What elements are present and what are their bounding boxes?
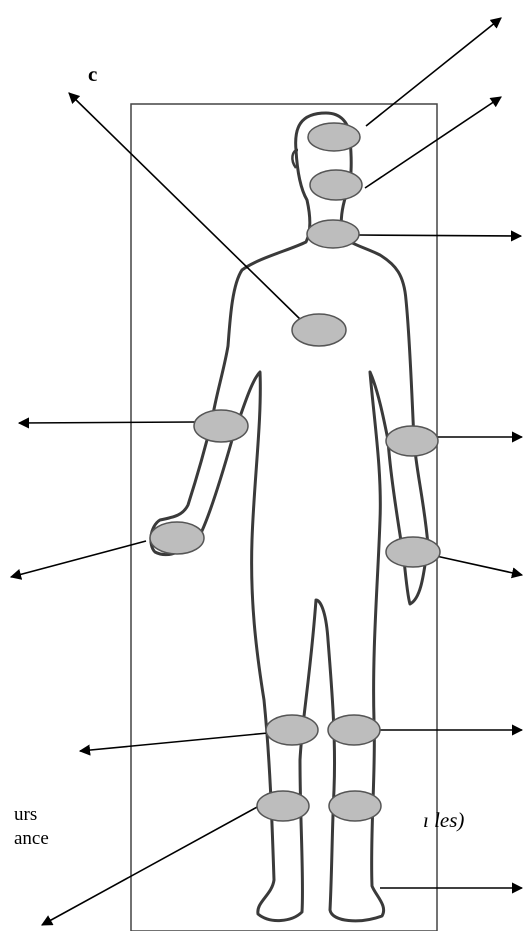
neck-marker xyxy=(307,220,359,248)
head-top-marker xyxy=(308,123,360,151)
right-foot-marker xyxy=(329,791,381,821)
chest-marker xyxy=(292,314,346,346)
right-wrist-marker xyxy=(386,537,440,567)
left-knee-marker xyxy=(266,715,318,745)
fragment-left-line1: urs xyxy=(14,804,37,826)
arrow-left-foot xyxy=(42,806,259,925)
right-elbow-marker xyxy=(386,426,438,456)
arrow-left-elbow xyxy=(19,422,195,423)
face-marker xyxy=(310,170,362,200)
fragment-top-left: c xyxy=(88,62,97,87)
right-knee-marker xyxy=(328,715,380,745)
left-foot-marker xyxy=(257,791,309,821)
left-hand-marker xyxy=(150,522,204,554)
fragment-left-line2: ance xyxy=(14,828,49,850)
arrow-neck xyxy=(358,235,521,236)
arrow-right-wrist xyxy=(436,556,522,575)
arrow-left-hand xyxy=(11,541,146,577)
fragment-right: ı les) xyxy=(423,808,464,833)
left-elbow-marker xyxy=(194,410,248,442)
arrow-chest xyxy=(69,93,303,322)
arrow-left-knee xyxy=(80,733,268,751)
callout-arrows xyxy=(11,18,522,925)
location-markers xyxy=(150,123,440,821)
